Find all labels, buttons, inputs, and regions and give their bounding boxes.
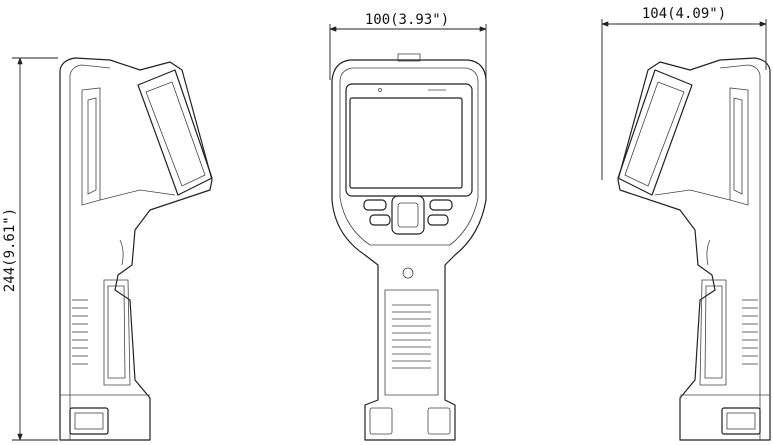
width-dimension: 100(3.93") bbox=[329, 12, 487, 80]
height-label: 244(9.61") bbox=[2, 208, 18, 292]
right-side-view bbox=[617, 57, 771, 441]
depth-label: 104(4.09") bbox=[642, 6, 726, 22]
width-label: 100(3.93") bbox=[365, 12, 449, 28]
depth-dimension: 104(4.09") bbox=[601, 6, 767, 180]
front-view bbox=[331, 53, 487, 441]
height-dimension: 244(9.61") bbox=[2, 57, 58, 441]
left-side-view bbox=[59, 57, 213, 441]
